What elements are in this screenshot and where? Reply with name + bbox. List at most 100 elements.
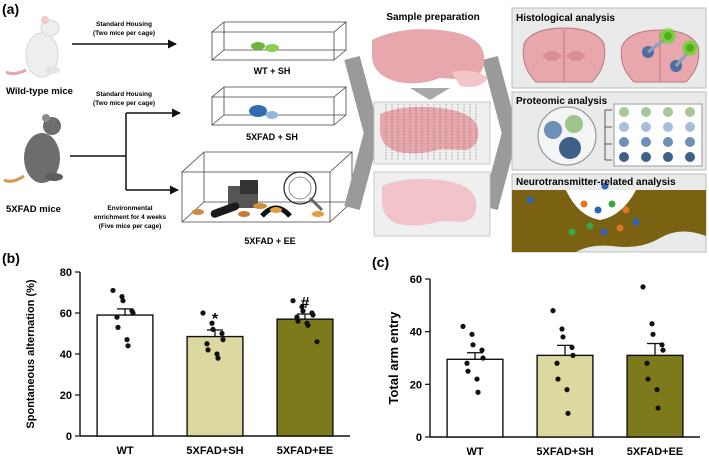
- y-tick-label: 80: [60, 267, 72, 279]
- y-tick-label: 20: [410, 379, 422, 391]
- housing-1a: Standard Housing: [96, 21, 152, 28]
- data-point: [555, 376, 561, 382]
- data-point: [560, 334, 566, 340]
- data-point: [480, 355, 486, 361]
- data-point: [300, 308, 306, 314]
- data-point: [124, 337, 130, 343]
- data-point: [565, 410, 571, 416]
- data-point: [110, 287, 116, 294]
- synapse-icon: [512, 182, 706, 252]
- y-tick-label: 60: [410, 274, 422, 286]
- brain-section-icon: [382, 178, 477, 226]
- data-point: [659, 342, 665, 348]
- data-point: [120, 298, 126, 304]
- data-point: [125, 343, 131, 349]
- data-point: [220, 337, 226, 343]
- data-point: [464, 360, 470, 366]
- bar: [96, 314, 154, 437]
- data-point: [294, 314, 300, 320]
- bar: [536, 354, 594, 438]
- data-point: [644, 360, 650, 366]
- sample-prep-title: Sample preparation: [386, 12, 479, 23]
- data-point: [550, 308, 556, 314]
- data-point: [130, 310, 136, 316]
- protein-dish-icon: [537, 106, 597, 166]
- data-point: [215, 355, 221, 361]
- data-point: [564, 387, 570, 393]
- data-point: [115, 324, 121, 330]
- cage-wt-sh: [210, 21, 348, 61]
- chevron-right-icon: [344, 55, 381, 211]
- data-point: [654, 387, 660, 393]
- data-point: [465, 368, 471, 374]
- data-point: [299, 304, 305, 310]
- y-tick-label: 40: [410, 327, 422, 339]
- panel-label: (b): [2, 250, 20, 266]
- panel-a: (a) Wild-type mice 5XFAD mice Standard H…: [2, 1, 707, 253]
- data-point: [475, 389, 481, 395]
- green-mice-icon: [251, 42, 279, 52]
- proteomic-title: Proteomic analysis: [516, 96, 608, 107]
- cage-5xfad-sh: [210, 86, 348, 126]
- x-tick-label: WT: [116, 445, 133, 457]
- enrich-b: enrichment for 4 weeks: [94, 214, 167, 221]
- coronal-brain-icon: [522, 27, 606, 83]
- group-2-label: 5XFAD + SH: [246, 132, 298, 142]
- data-point: [645, 376, 651, 382]
- data-point: [554, 360, 560, 366]
- y-axis-label: Spontaneous alternation (%): [25, 279, 37, 428]
- data-point: [660, 347, 666, 353]
- data-point: [219, 330, 225, 337]
- data-point: [650, 331, 656, 337]
- mouse-5xfad-label: 5XFAD mice: [6, 204, 61, 215]
- data-point: [640, 284, 646, 290]
- mouse-wt-label: Wild-type mice: [6, 86, 73, 97]
- data-point: [210, 326, 216, 332]
- x-tick-label: WT: [466, 446, 483, 458]
- chevron-right-icon: [482, 55, 519, 211]
- housing-1b: (Two mice per cage): [93, 30, 155, 37]
- data-point: [290, 298, 296, 304]
- data-point: [305, 322, 311, 328]
- enrich-a: Environmental: [107, 205, 152, 212]
- x-tick-label: 5XFAD+EE: [627, 446, 684, 458]
- data-point: [470, 342, 476, 348]
- group-3-label: 5XFAD + EE: [244, 236, 295, 246]
- x-tick-label: 5XFAD+EE: [277, 445, 334, 457]
- cage-5xfad-ee: [180, 151, 354, 223]
- x-tick-label: 5XFAD+SH: [536, 446, 593, 458]
- significance-marker: #: [301, 295, 310, 312]
- y-tick-label: 0: [416, 432, 422, 444]
- bar: [186, 335, 244, 437]
- panel-label: (c): [372, 254, 389, 270]
- group-1-label: WT + SH: [254, 66, 291, 76]
- enrich-c: (Five mice per cage): [99, 223, 162, 230]
- coronal-brain-antibody-icon: [620, 27, 700, 83]
- bar: [446, 358, 504, 438]
- housing-2a: Standard Housing: [96, 91, 152, 98]
- data-point: [570, 352, 576, 358]
- data-point: [214, 351, 220, 357]
- bar: [276, 318, 334, 437]
- data-point: [474, 376, 480, 382]
- neuro-title: Neurotransmitter-related analysis: [516, 177, 676, 188]
- data-point: [655, 405, 661, 411]
- data-point: [469, 331, 475, 337]
- histo-title: Histological analysis: [516, 13, 615, 24]
- data-point: [200, 310, 206, 316]
- arrow-down-icon: [410, 88, 450, 100]
- data-point: [569, 344, 575, 351]
- enrichment-objects-icon: [192, 171, 324, 218]
- data-point: [204, 341, 210, 347]
- brain-whole-icon: [372, 29, 488, 87]
- data-point: [314, 339, 320, 345]
- brain-sliced-icon: [380, 104, 479, 160]
- data-point: [114, 314, 120, 320]
- y-axis-label: Total arm entry: [386, 311, 401, 405]
- protein-bracket-icon: [604, 109, 612, 161]
- y-tick-label: 0: [66, 431, 72, 443]
- panel-a-label: (a): [2, 1, 19, 17]
- significance-marker: *: [212, 311, 219, 328]
- data-point: [479, 347, 485, 353]
